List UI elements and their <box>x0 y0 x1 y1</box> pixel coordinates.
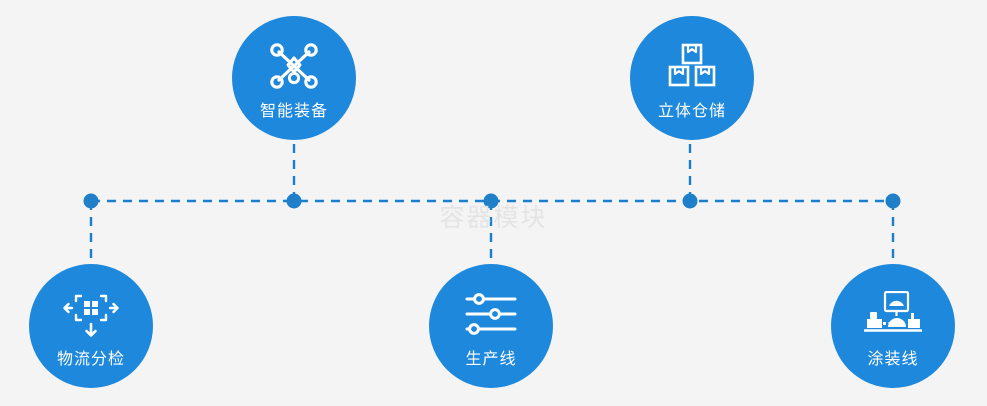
node-production-line[interactable]: 生产线 <box>429 264 553 388</box>
node-smart-equipment[interactable]: 智能装备 <box>232 16 356 140</box>
junction-dot <box>483 193 499 209</box>
junction-dot <box>286 193 302 209</box>
node-logistics-sorting[interactable]: 物流分检 <box>29 264 153 388</box>
sliders-icon <box>460 286 522 342</box>
junction-dot <box>682 193 698 209</box>
junction-dot <box>885 193 901 209</box>
node-label: 智能装备 <box>259 100 328 120</box>
node-label: 立体仓储 <box>657 100 726 120</box>
stacked-boxes-icon <box>661 38 723 94</box>
node-label: 涂装线 <box>867 348 919 368</box>
node-stereo-warehouse[interactable]: 立体仓储 <box>630 16 754 140</box>
factory-machine-icon <box>862 286 924 342</box>
sorting-arrows-icon <box>60 286 122 342</box>
network-nodes-icon <box>263 38 325 94</box>
node-label: 物流分检 <box>56 348 125 368</box>
node-painting-line[interactable]: 涂装线 <box>831 264 955 388</box>
junction-dot <box>83 193 99 209</box>
node-label: 生产线 <box>465 348 517 368</box>
